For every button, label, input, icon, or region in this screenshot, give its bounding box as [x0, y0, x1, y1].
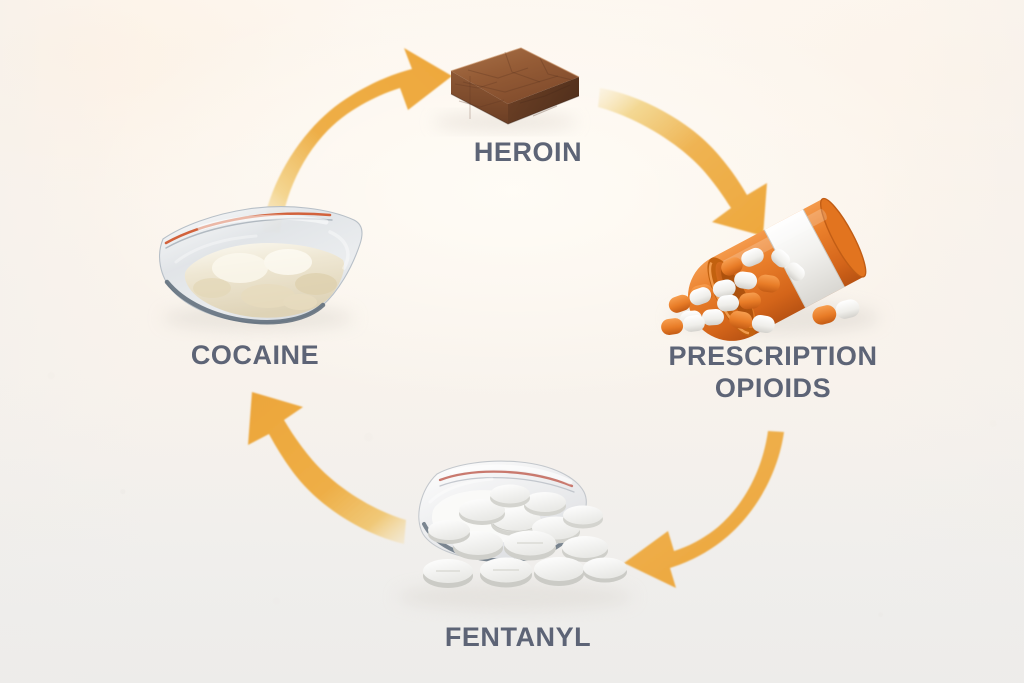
pill-bag-icon — [397, 460, 633, 611]
node-label-prescription-opioids: PRESCRIPTION OPIOIDS — [668, 341, 878, 403]
node-label-heroin: HEROIN — [473, 137, 583, 167]
pill-bottle-icon — [661, 197, 880, 341]
tablet-group — [423, 484, 627, 588]
arrow-fentanyl-to-cocaine — [248, 392, 406, 544]
node-label-fentanyl: FENTANYL — [444, 622, 592, 652]
node-label-cocaine: COCAINE — [190, 340, 320, 370]
arrow-cocaine-to-heroin — [262, 48, 452, 233]
arrow-opioids-to-fentanyl — [624, 431, 784, 588]
arrow-heroin-to-opioids — [598, 88, 767, 236]
powder-bag-icon — [159, 206, 363, 331]
heroin-brick-icon — [433, 47, 580, 130]
capsule-group — [661, 247, 860, 335]
